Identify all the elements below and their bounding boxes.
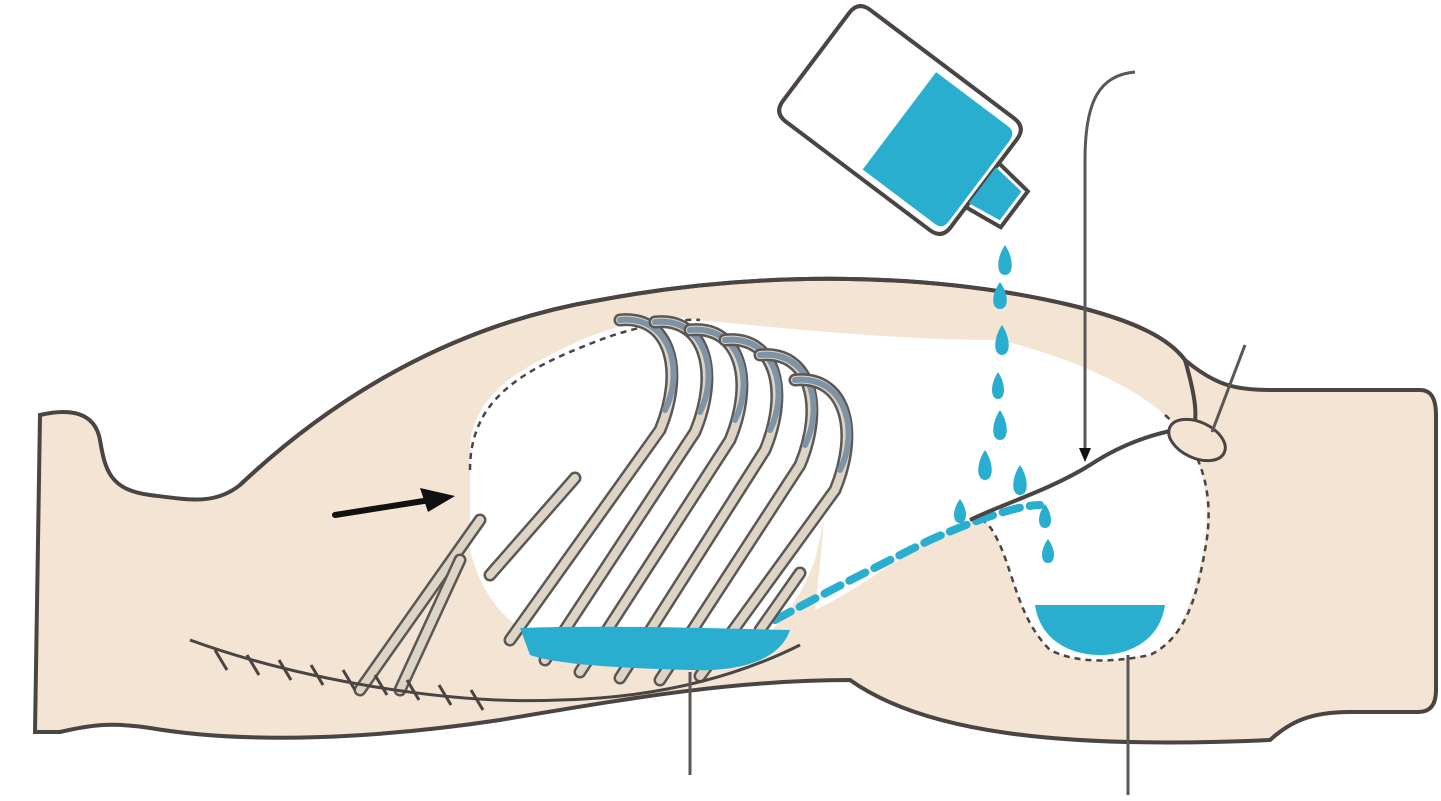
water-drop <box>993 282 1007 309</box>
bottle-icon <box>774 1 1058 263</box>
water-drop <box>998 245 1012 275</box>
